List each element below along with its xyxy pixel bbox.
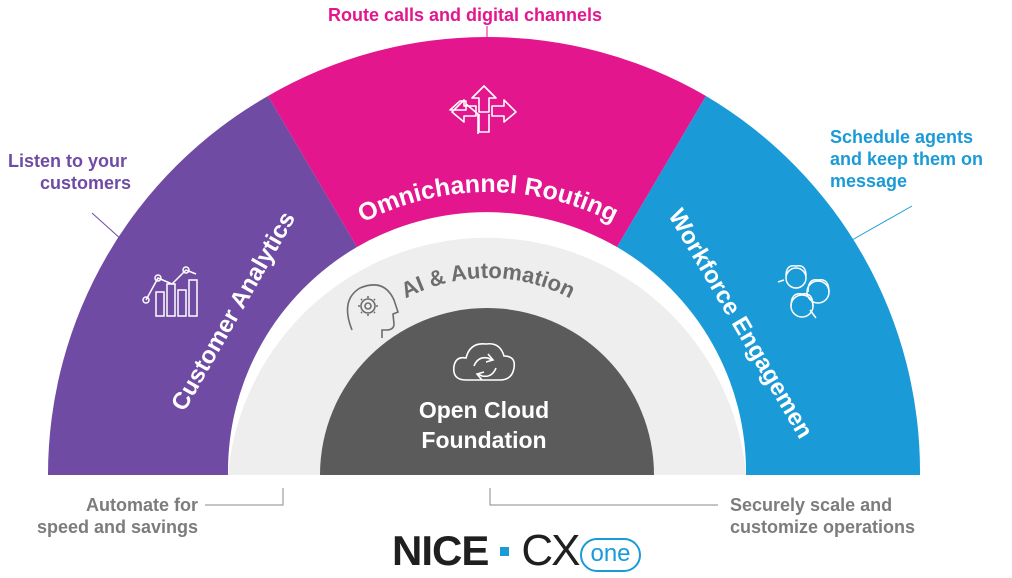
cloud-sync-icon bbox=[452, 342, 516, 381]
brand-cx-text: CX bbox=[521, 526, 580, 575]
segment-customer-analytics bbox=[47, 96, 358, 475]
brand-separator-icon bbox=[500, 546, 510, 556]
foundation-callout: Securely scale and customize operations bbox=[730, 494, 915, 538]
workforce-callout-line1: Schedule agents bbox=[830, 127, 974, 147]
ai-head-gear-icon bbox=[346, 284, 399, 338]
workforce-callout-line2: and keep them on bbox=[830, 149, 984, 169]
brand-one-cloud: one bbox=[580, 538, 641, 572]
segment-omnichannel-routing bbox=[268, 37, 706, 247]
segment-workforce-engagement bbox=[617, 96, 921, 475]
brand-nice-text: NICE bbox=[392, 527, 489, 574]
foundation-callout-line1: Securely scale and bbox=[730, 495, 893, 515]
analytics-callout: Listen to your customers bbox=[8, 150, 131, 194]
analytics-callout-line1: Listen to your bbox=[8, 151, 128, 171]
connector-foundation bbox=[489, 488, 718, 506]
connector-analytics bbox=[91, 212, 123, 241]
connector-workforce bbox=[851, 205, 913, 241]
segment-open-cloud-foundation bbox=[320, 308, 654, 475]
routing-arrows-icon bbox=[449, 85, 517, 134]
workforce-callout-line3: message bbox=[830, 171, 908, 191]
foundation-label-line2: Foundation bbox=[421, 427, 546, 453]
automation-callout-line1: Automate for bbox=[86, 495, 198, 515]
automation-callout: Automate for speed and savings bbox=[14, 494, 198, 538]
workforce-callout: Schedule agents and keep them on message bbox=[830, 126, 983, 192]
analytics-chart-icon bbox=[142, 266, 198, 317]
automation-callout-line2: speed and savings bbox=[36, 517, 198, 537]
analytics-callout-line2: customers bbox=[40, 173, 132, 193]
connector-automation bbox=[205, 488, 284, 506]
routing-callout: Route calls and digital channels bbox=[328, 5, 603, 25]
nice-cxone-logo: NICE CX one bbox=[392, 526, 641, 575]
agents-team-icon bbox=[777, 264, 830, 319]
foundation-label-line1: Open Cloud bbox=[419, 397, 549, 423]
foundation-callout-line2: customize operations bbox=[730, 517, 916, 537]
